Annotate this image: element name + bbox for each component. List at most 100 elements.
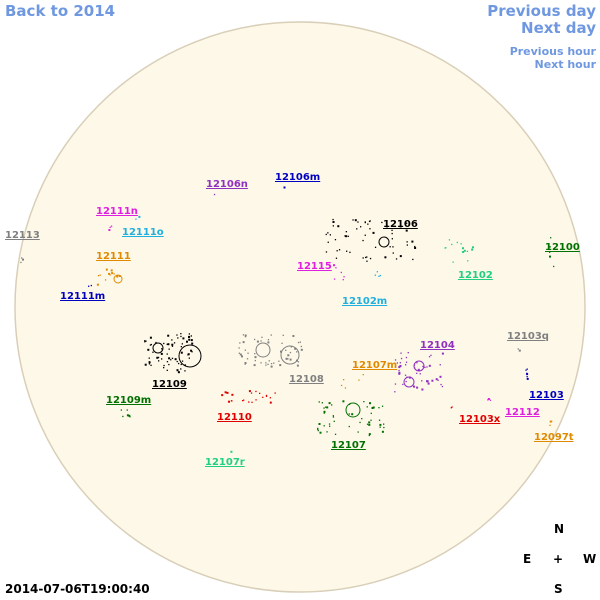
sunspot-dot [180,363,182,366]
sunspot-dot [278,360,280,362]
region-label-12109[interactable]: 12109 [152,379,187,390]
sunspot-dot [367,223,369,225]
region-spots-12111o [135,215,141,220]
sunspot-dot [419,373,421,375]
sunspot-dot [391,232,393,235]
sunspot-dot [357,221,359,223]
sunspot-dot [280,350,282,353]
region-label-12107m[interactable]: 12107m [352,360,397,371]
sunspot-dot [362,239,364,242]
sunspot-dot [296,364,299,367]
sunspot-dot [487,399,489,401]
sunspot-dot [163,342,165,345]
sunspot-dot [231,400,233,402]
sunspot-dot [343,276,345,278]
region-label-12115[interactable]: 12115 [297,261,332,272]
sunspot-dot [368,434,370,437]
sunspot-dot [180,368,182,370]
region-label-12102m[interactable]: 12102m [342,296,387,307]
region-label-12103x[interactable]: 12103x [459,414,501,425]
sunspot-dot [274,392,276,394]
sunspot-dot [417,369,420,371]
sunspot-dot [370,412,372,414]
sunspot-dot [378,275,380,277]
sunspot-dot [408,376,411,379]
back-to-year-link[interactable]: Back to 2014 [5,2,116,20]
region-label-12111n[interactable]: 12111n [96,206,138,217]
sunspot-dot [168,363,170,366]
sunspot-dot [395,258,398,260]
sunspot-dot [462,247,464,250]
sunspot-dot [111,272,114,275]
region-label-12106n[interactable]: 12106n [206,179,248,190]
sunspot-dot [188,338,191,341]
previous-day-link[interactable]: Previous day [487,2,596,20]
region-label-12106m[interactable]: 12106m [275,172,320,183]
region-label-12104[interactable]: 12104 [420,340,455,351]
region-label-12109m[interactable]: 12109m [106,395,151,406]
region-label-12113[interactable]: 12113 [5,230,40,241]
sunspot-dot [287,358,289,360]
sunspot-features [20,186,555,453]
sunspot-umbra [345,402,361,418]
region-label-12111o[interactable]: 12111o [122,227,164,238]
sunspot-dot [182,337,185,340]
sunspot-dot [248,401,250,403]
sunspot-dot [344,235,346,237]
sunspot-dot [138,215,141,218]
sunspot-dot [392,252,394,254]
region-label-12103q[interactable]: 12103q [507,331,549,342]
sunspot-dot [421,380,423,382]
sunspot-dot [398,371,401,374]
sunspot-dot [414,247,417,249]
next-hour-link[interactable]: Next hour [534,58,597,71]
sunspot-dot [269,397,271,399]
sunspot-dot [318,401,320,403]
sunspot-dot [549,246,551,248]
sunspot-dot [440,383,442,386]
region-label-12107r[interactable]: 12107r [205,457,245,468]
sunspot-dot [332,218,334,221]
sunspot-dot [267,363,269,365]
sunspot-dot [104,279,107,281]
sunspot-dot [389,246,391,248]
region-label-12110[interactable]: 12110 [217,412,252,423]
next-day-link[interactable]: Next day [521,19,596,37]
sunspot-dot [466,250,469,252]
sunspot-dot [231,393,234,396]
sunspot-dot [439,375,442,378]
region-label-12107[interactable]: 12107 [331,440,366,451]
region-label-12100[interactable]: 12100 [545,242,580,253]
sunspot-dot [384,256,387,259]
sunspot-dot [329,234,331,236]
sunspot-dot [126,409,128,411]
region-label-12102[interactable]: 12102 [458,270,493,281]
sunspot-dot [366,406,368,408]
region-spots-12104 [394,352,444,393]
sunspot-dot [96,283,99,286]
sunspot-dot [251,401,253,403]
region-label-12106[interactable]: 12106 [383,219,418,230]
solar-disk [14,21,586,593]
sunspot-dot [413,385,415,388]
sunspot-dot [285,349,287,351]
region-label-12111m[interactable]: 12111m [60,291,105,302]
sunspot-dot [326,406,329,409]
sunspot-dot [334,239,337,241]
region-label-12103[interactable]: 12103 [529,390,564,401]
sunspot-dot [368,220,371,223]
region-label-12097t[interactable]: 12097t [534,432,574,443]
region-label-12108[interactable]: 12108 [289,374,324,385]
sunspot-dot [181,343,183,345]
region-label-12112[interactable]: 12112 [505,407,540,418]
previous-hour-link[interactable]: Previous hour [509,45,596,58]
region-spots-12115 [333,264,345,281]
sunspot-dot [526,376,528,378]
sunspot-dot [406,244,408,246]
region-label-12111[interactable]: 12111 [96,251,131,262]
sunspot-dot [285,357,288,360]
sunspot-dot [163,367,165,369]
sunspot-dot [20,261,22,264]
observation-timestamp: 2014-07-06T19:00:40 [5,582,150,596]
sunspot-dot [381,430,384,433]
